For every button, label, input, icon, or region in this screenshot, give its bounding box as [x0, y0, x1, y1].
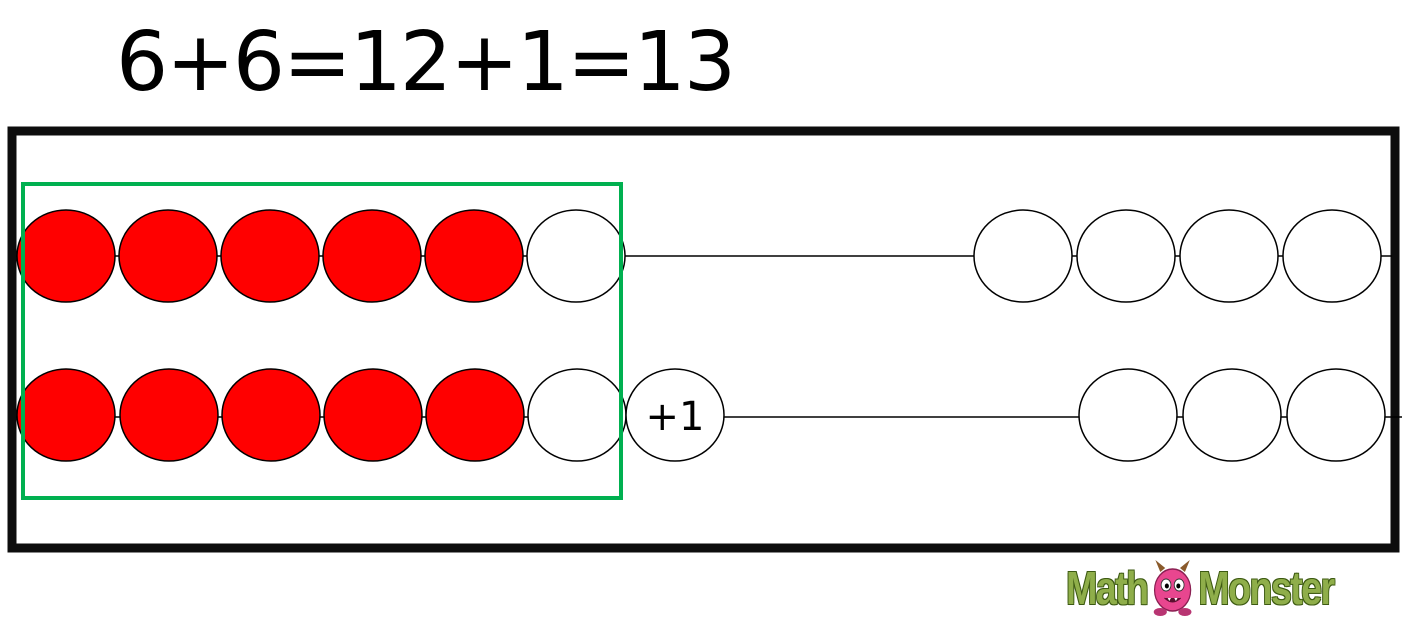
- red-bead-row1-4: [322, 209, 422, 303]
- white-bead-row2-9: [1286, 368, 1386, 462]
- red-bead-row1-2: [118, 209, 218, 303]
- equation-text: 6+6=12+1=13: [116, 15, 736, 110]
- red-bead-row1-5: [424, 209, 524, 303]
- frame-border: [7, 126, 1400, 553]
- white-bead-row1-7: [973, 209, 1073, 303]
- red-bead-row1-1: [16, 209, 116, 303]
- white-bead-row2-8: [1182, 368, 1282, 462]
- red-bead-row2-3: [221, 368, 321, 462]
- white-bead-row1-10: [1282, 209, 1382, 303]
- logo-word-math: Math: [1066, 562, 1149, 614]
- red-bead-row2-2: [119, 368, 219, 462]
- white-bead-row1-8: [1076, 209, 1176, 303]
- plus-one-bead: [625, 368, 725, 462]
- math-monster-logo: Math Monster: [1066, 558, 1335, 618]
- white-bead-row1-6: [526, 209, 626, 303]
- white-bead-row2-7: [1078, 368, 1178, 462]
- plus-one-label: +1: [646, 394, 705, 440]
- red-bead-row2-1: [16, 368, 116, 462]
- white-bead-row2-6: [527, 368, 627, 462]
- highlight-box: [21, 182, 623, 500]
- red-bead-row1-3: [220, 209, 320, 303]
- white-bead-row1-9: [1179, 209, 1279, 303]
- red-bead-row2-5: [425, 368, 525, 462]
- monster-icon: [1154, 560, 1192, 616]
- logo-word-monster: Monster: [1198, 562, 1335, 614]
- red-bead-row2-4: [323, 368, 423, 462]
